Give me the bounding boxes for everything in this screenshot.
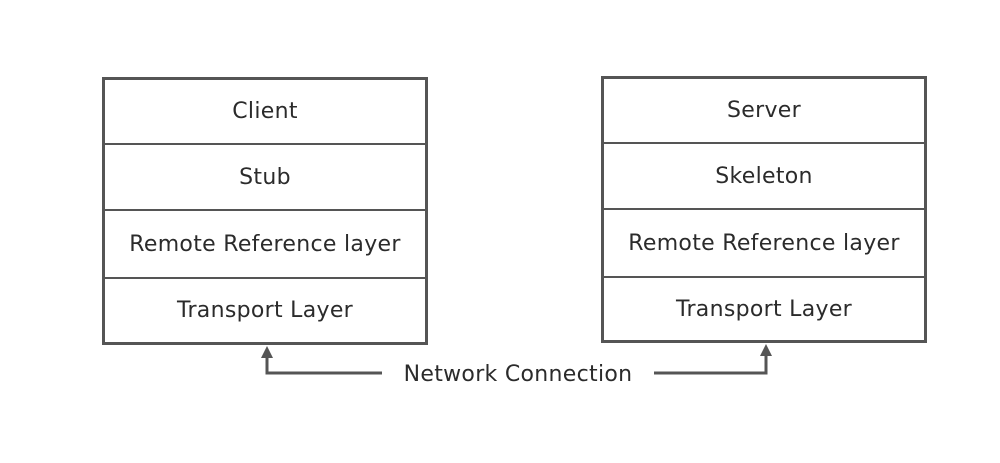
left-connection-arrow (261, 346, 382, 375)
client-stack: Client Stub Remote Reference layer Trans… (102, 77, 428, 345)
skeleton-layer: Skeleton (604, 144, 924, 210)
server-transport-layer: Transport Layer (675, 297, 853, 322)
client-layer: Client (105, 80, 425, 145)
server-layer: Server (604, 79, 924, 144)
right-connection-arrow (654, 344, 772, 375)
server-remote-reference-layer: Remote Reference layer (604, 210, 924, 278)
stub-layer: Stub (105, 145, 425, 211)
network-connection-label: Network Connection (382, 356, 654, 392)
client-transport-layer: Transport Layer (176, 298, 354, 323)
server-stack: Server Skeleton Remote Reference layer T… (601, 76, 927, 343)
client-remote-reference-layer: Remote Reference layer (105, 211, 425, 279)
